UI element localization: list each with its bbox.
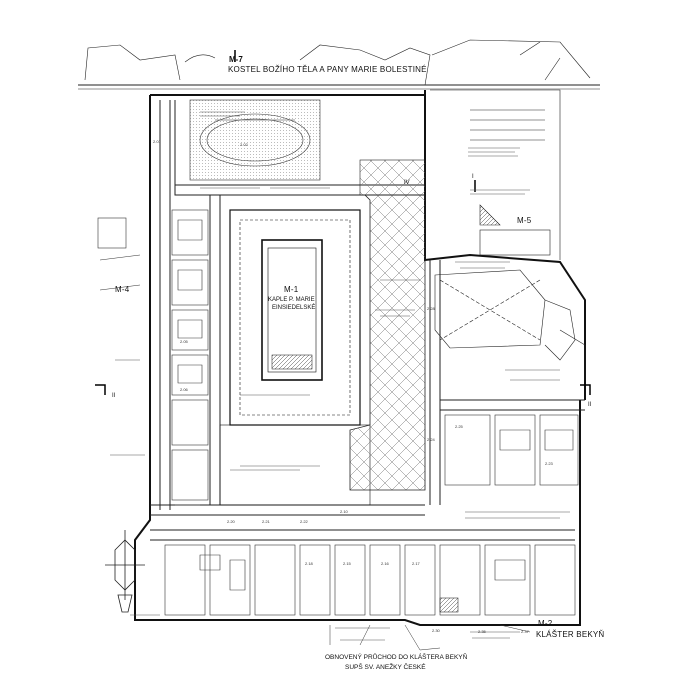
zone-label-m4: M-4 <box>115 285 130 294</box>
section-marks <box>95 50 591 395</box>
convent-label: KLÁŠTER BEKYŇ <box>536 630 605 639</box>
room-number: 2.24 <box>427 437 435 442</box>
upper-courtyard <box>189 99 321 181</box>
room-number: 2.05 <box>180 339 188 344</box>
annotation-strokes <box>110 111 570 641</box>
section-mark-iv: IV <box>404 180 410 186</box>
zone-label-m2: M-2 <box>538 619 553 628</box>
inner-walls <box>150 100 585 541</box>
chapel-name-line1: KAPLE P. MARIE <box>268 297 315 303</box>
room-number: 2.21 <box>262 519 270 524</box>
church-outline <box>78 39 600 90</box>
room-number: 2.20 <box>227 519 235 524</box>
bottom-rooms <box>164 544 459 616</box>
m5-area <box>430 89 586 380</box>
right-rooms <box>439 414 579 616</box>
room-number: 2.28 <box>427 306 435 311</box>
leader-lines <box>329 624 531 651</box>
room-number: 2.22 <box>300 519 308 524</box>
room-number: 2.37 <box>521 629 529 634</box>
church-title: KOSTEL BOŽÍHO TĚLA A PANY MARIE BOLESTIN… <box>228 65 427 74</box>
zone-label-m5: M-5 <box>517 216 532 225</box>
room-number: 2.17 <box>412 561 420 566</box>
room-number: 2.10 <box>340 509 348 514</box>
passage-label-line1: OBNOVENÝ PRŮCHOD DO KLÁŠTERA BEKYŇ <box>325 654 468 661</box>
room-number: 2.01 <box>153 139 161 144</box>
room-number: 2.06 <box>180 387 188 392</box>
room-number: 2.23 <box>545 461 553 466</box>
section-mark-ii-right: II <box>588 402 592 408</box>
room-number: 2.02 <box>240 142 248 147</box>
cloister-corridor <box>349 159 426 491</box>
room-number: 2.30 <box>432 628 440 633</box>
room-number: 2.18 <box>305 561 313 566</box>
passage-label-line2: SUPŠ SV. ANEŽKY ČESKÉ <box>345 664 426 671</box>
room-number: 2.15 <box>343 561 351 566</box>
left-room-cells <box>171 209 209 501</box>
chapel-block <box>219 209 371 506</box>
section-mark-m7: M-7 <box>229 55 243 64</box>
room-number: 2.25 <box>455 424 463 429</box>
section-mark-ii-left: II <box>112 393 116 399</box>
left-annex <box>97 217 141 291</box>
left-cross-element <box>105 530 145 613</box>
section-mark-i: I <box>472 174 474 180</box>
room-number: 2.35 <box>478 629 486 634</box>
room-number: 2.16 <box>381 561 389 566</box>
zone-label-m1: M-1 <box>284 285 299 294</box>
chapel-name-line2: EINSIEDELSKÉ <box>272 305 316 311</box>
